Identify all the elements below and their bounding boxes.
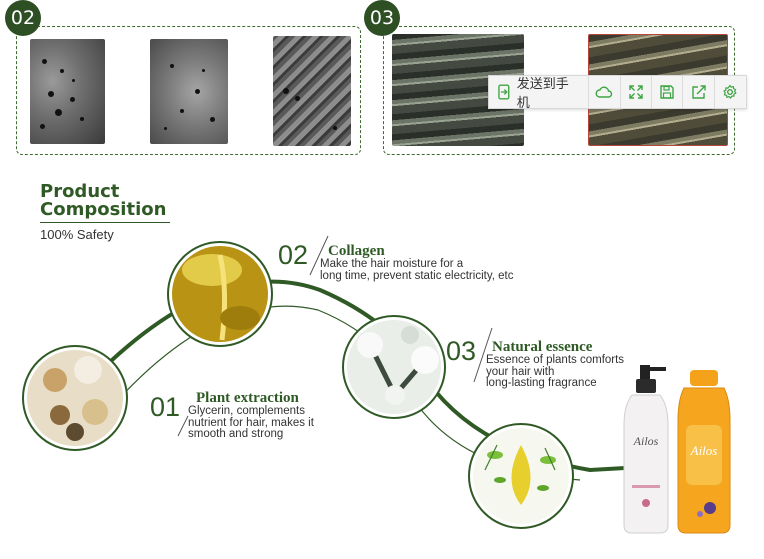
slash-01 (177, 415, 189, 437)
orange-bottle-brand: Ailos (690, 443, 718, 458)
slash-03 (473, 327, 493, 383)
send-to-phone-label: 发送到手机 (516, 77, 569, 111)
composition-title: Product Composition (40, 183, 166, 219)
safety-subtitle: 100% Safety (40, 227, 114, 242)
expand-button[interactable] (621, 76, 652, 108)
item-02-description: Make the hair moisture for a long time, … (320, 258, 514, 282)
settings-icon (723, 84, 737, 99)
oil-circle-image (167, 241, 273, 347)
item-03-title: Natural essence (492, 339, 593, 355)
microscope-image-2 (150, 39, 228, 144)
sample-panel-02 (16, 26, 361, 155)
share-button[interactable] (683, 76, 715, 108)
item-03-number: 03 (446, 336, 477, 366)
white-bottle-image: Ailos (623, 365, 669, 534)
item-01-description: Glycerin, complements nutrient for hair,… (188, 405, 314, 440)
title-underline (40, 222, 170, 223)
section-badge-03: 03 (364, 0, 400, 36)
expand-icon (629, 85, 643, 99)
save-icon (660, 85, 674, 99)
section-badge-02: 02 (5, 0, 41, 36)
item-02-number: 02 (278, 240, 309, 270)
composition-title-line2: Composition (40, 199, 167, 220)
cloud-save-button[interactable] (589, 76, 621, 108)
item-02-title: Collagen (328, 243, 385, 259)
send-to-phone-button[interactable]: 发送到手机 (489, 76, 590, 111)
phone-send-icon (498, 84, 510, 100)
item-01-number: 01 (150, 392, 181, 422)
molecule-circle-image (342, 315, 446, 419)
essence-circle-image (468, 423, 574, 529)
slash-02 (309, 235, 329, 276)
microscope-image-1 (30, 39, 105, 144)
item-01-title: Plant extraction (196, 390, 299, 406)
share-icon (691, 85, 706, 99)
microscope-image-3 (273, 36, 351, 146)
white-bottle-brand: Ailos (633, 434, 659, 448)
orange-bottle-image: Ailos (677, 370, 731, 534)
cloud-icon (595, 86, 613, 98)
item-03-description: Essence of plants comforts your hair wit… (486, 354, 625, 389)
composition-title-line1: Product (40, 181, 120, 202)
grains-circle-image (22, 345, 128, 451)
save-button[interactable] (652, 76, 684, 108)
image-toolbar: 发送到手机 (488, 75, 747, 111)
settings-button[interactable] (715, 76, 746, 108)
